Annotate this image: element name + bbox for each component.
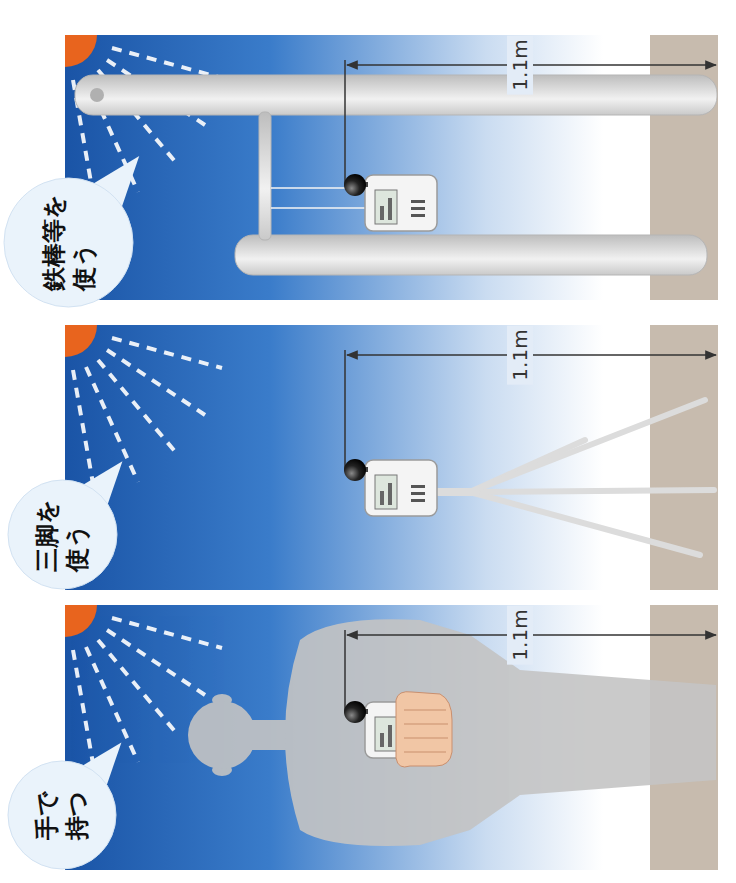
speech-bubble: 三脚を 使う bbox=[7, 480, 118, 591]
sky-ground bbox=[33, 3, 718, 300]
hand-panel bbox=[33, 573, 718, 870]
bubble-outline bbox=[8, 761, 116, 869]
height-reference bbox=[344, 60, 346, 185]
speech-bubble: 鉄棒等を 使う bbox=[3, 177, 134, 308]
dimension-label: 1.1m bbox=[507, 325, 533, 384]
bubble-shape bbox=[7, 480, 118, 591]
thermometer-device bbox=[344, 459, 437, 516]
thermometer-device bbox=[344, 174, 437, 231]
dimension-label: 1.1m bbox=[507, 35, 533, 94]
bubble-text: 鉄棒等を 使う bbox=[39, 194, 99, 291]
height-reference bbox=[344, 350, 346, 470]
bubble-text: 手で 持つ bbox=[32, 791, 92, 840]
bubble-text: 三脚を 使う bbox=[32, 499, 92, 572]
holding-hand bbox=[396, 692, 452, 767]
bubble-outline bbox=[4, 178, 133, 307]
sky-ground bbox=[33, 573, 718, 870]
tripod bbox=[438, 400, 714, 555]
iron-bar bbox=[75, 75, 717, 275]
dimension-label: 1.1m bbox=[507, 605, 533, 664]
person-silhouette bbox=[188, 619, 716, 846]
bubble-shape bbox=[7, 760, 117, 870]
sky-ground bbox=[33, 293, 718, 590]
bubble-shape bbox=[3, 177, 134, 308]
height-reference bbox=[344, 630, 346, 712]
bar-panel bbox=[33, 3, 718, 300]
tripod-panel bbox=[33, 293, 718, 590]
bubble-outline bbox=[8, 481, 117, 590]
speech-bubble: 手で 持つ bbox=[7, 760, 117, 870]
